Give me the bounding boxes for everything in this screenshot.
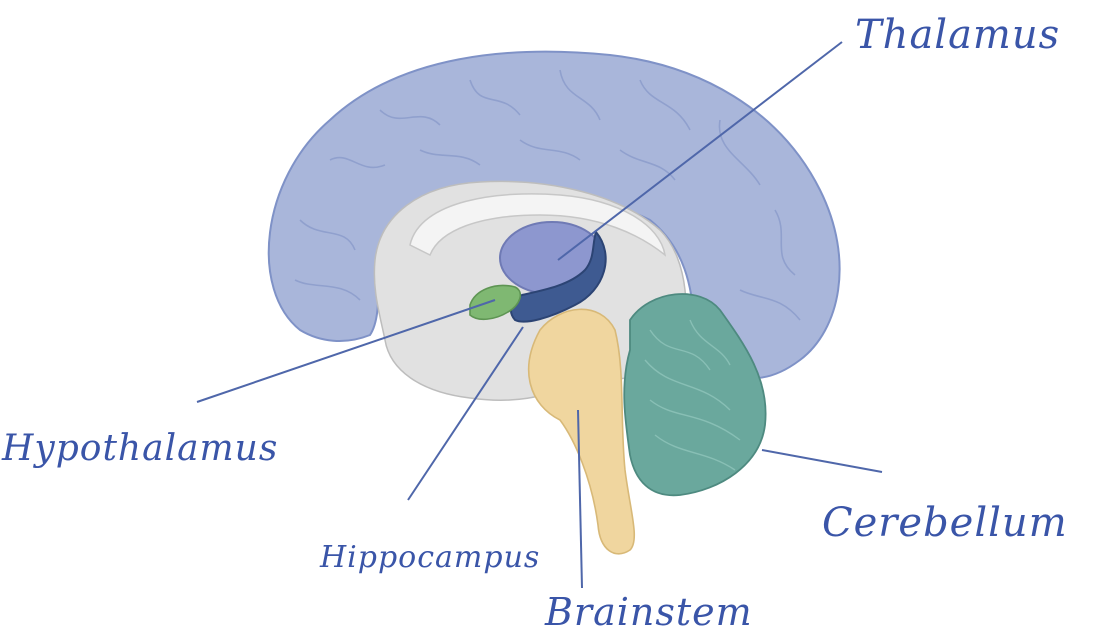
thalamus-leader-line — [557, 41, 843, 261]
cerebellum — [623, 293, 767, 497]
label-brainstem: Brainstem — [544, 590, 753, 634]
leader-lines — [196, 41, 883, 589]
label-hypothalamus: Hypothalamus — [1, 428, 278, 469]
brainstem-leader-line — [577, 409, 583, 589]
label-thalamus: Thalamus — [855, 12, 1060, 58]
cerebellum-leader-line — [761, 449, 883, 473]
corpus-callosum — [409, 193, 667, 257]
hypothalamus-leader-line — [196, 299, 496, 403]
label-cerebellum: Cerebellum — [822, 500, 1068, 546]
hippocampus-leader-line — [407, 326, 524, 501]
label-hippocampus: Hippocampus — [319, 540, 540, 575]
brainstem — [527, 308, 636, 555]
cerebellum-folia — [644, 319, 741, 471]
hypothalamus — [469, 284, 522, 321]
cortex-folds — [294, 69, 801, 321]
